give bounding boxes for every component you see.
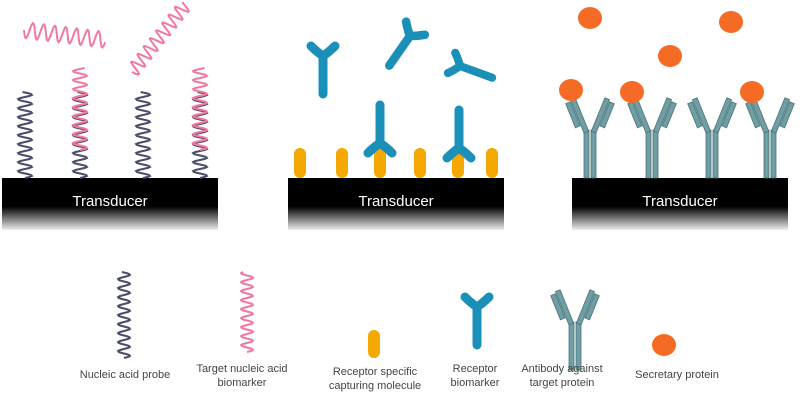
antibody-arm: [590, 97, 611, 134]
antibody-light-chain: [661, 101, 677, 129]
antibody-light-chain: [584, 293, 600, 321]
receptor-shape: [442, 105, 476, 163]
capturing-molecule: [294, 148, 306, 178]
antibody-light-chain: [779, 101, 795, 129]
hybridized-target-nucleic-acid: [71, 67, 89, 151]
nucleic-acid-probe: [134, 91, 152, 179]
receptor-shape: [363, 100, 397, 158]
receptor-shape: [443, 48, 497, 82]
bound-receptor-biomarker: [442, 105, 476, 163]
antibody-heavy-chain: [652, 129, 659, 179]
antibody-arm: [691, 97, 712, 134]
legend-probe-icon: [116, 271, 132, 359]
antibody-heavy-chain: [712, 129, 719, 179]
antibody-arm: [652, 97, 673, 134]
capture-antibody: [745, 97, 795, 179]
antibody-arm: [770, 97, 791, 134]
free-target-nucleic-acid: [129, 1, 190, 76]
bound-secretary-protein: [620, 81, 644, 103]
capturing-molecule: [374, 148, 386, 178]
free-secretary-protein: [719, 11, 743, 33]
legend-receptor-icon: [460, 292, 494, 350]
free-secretary-protein: [578, 7, 602, 29]
antibody-arm: [712, 97, 733, 134]
legend-protein-icon: [652, 334, 676, 356]
capture-antibody: [627, 97, 677, 179]
antibody-heavy-chain: [590, 129, 597, 179]
free-receptor-biomarker: [385, 17, 430, 70]
capture-antibody: [565, 97, 615, 179]
antibody-heavy-chain: [583, 129, 590, 179]
transducer-label-1: Transducer: [72, 193, 148, 210]
legend-capturing-molecule: Receptor specific capturing molecule: [328, 366, 422, 392]
legend-target-nucleic-acid: Target nucleic acid biomarker: [196, 363, 288, 389]
capturing-molecule: [414, 148, 426, 178]
legend-secretary-protein: Secretary protein: [635, 369, 719, 381]
transducer-label-2: Transducer: [358, 193, 434, 210]
antibody-heavy-chain: [645, 129, 652, 179]
bound-secretary-protein: [740, 81, 764, 103]
capturing-molecule: [486, 148, 498, 178]
capture-antibody: [687, 97, 737, 179]
legend-capture-icon: [368, 330, 380, 358]
capturing-molecule: [336, 148, 348, 178]
antibody-arm: [554, 289, 575, 326]
antibody-arm: [575, 289, 596, 326]
antibody-heavy-chain: [705, 129, 712, 179]
transducer-2: [288, 178, 504, 230]
legend-target-icon: [239, 271, 255, 353]
antibody-light-chain: [687, 101, 703, 129]
legend-antibody-icon: [550, 289, 600, 371]
antibody-light-chain: [745, 101, 761, 129]
transducer-1: [2, 178, 218, 230]
bound-secretary-protein: [559, 79, 583, 101]
hybridized-target-nucleic-acid: [191, 67, 209, 151]
antibody-heavy-chain: [763, 129, 770, 179]
nucleic-acid-probe: [16, 91, 34, 179]
free-receptor-biomarker: [443, 48, 497, 82]
free-target-nucleic-acid: [23, 21, 107, 49]
antibody-light-chain: [599, 101, 615, 129]
bound-receptor-biomarker: [363, 100, 397, 158]
receptor-shape: [306, 41, 340, 99]
antibody-light-chain: [550, 293, 566, 321]
antibody-light-chain: [565, 101, 581, 129]
receptor-shape: [460, 292, 494, 350]
legend-antibody: Antibody against target protein: [521, 363, 603, 389]
free-receptor-biomarker: [306, 41, 340, 99]
receptor-shape: [385, 17, 430, 70]
transducer-3: [572, 178, 788, 230]
legend-receptor-biomarker: Receptor biomarker: [450, 363, 500, 389]
antibody-light-chain: [721, 101, 737, 129]
free-secretary-protein: [658, 45, 682, 67]
legend-nucleic-acid-probe: Nucleic acid probe: [79, 369, 171, 381]
antibody-heavy-chain: [770, 129, 777, 179]
transducer-label-3: Transducer: [642, 193, 718, 210]
